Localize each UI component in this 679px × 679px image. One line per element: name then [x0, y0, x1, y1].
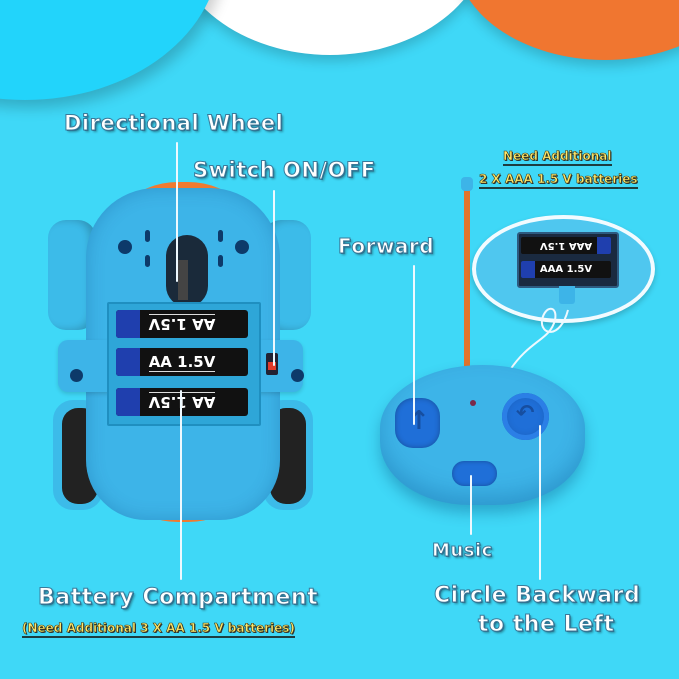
- background-blob-white: [170, 0, 490, 55]
- robot-hole: [70, 369, 83, 382]
- directional-wheel-leader-line: [176, 142, 178, 282]
- music-label: Music: [432, 540, 493, 562]
- directional-wheel: [178, 260, 188, 300]
- circle-backward-button[interactable]: ↶: [502, 393, 549, 440]
- aaa-battery-note-line2: 2 X AAA 1.5 V batteries: [479, 172, 638, 189]
- forward-label: Forward: [337, 234, 435, 259]
- circle-backward-label: Circle Backward: [433, 583, 641, 609]
- remote-battery-tab: [559, 286, 575, 304]
- robot-slot: [218, 255, 223, 267]
- music-button[interactable]: [452, 461, 497, 486]
- robot-slot: [145, 230, 150, 242]
- robot-slot: [218, 230, 223, 242]
- directional-wheel-label: Directional Wheel: [63, 111, 284, 136]
- switch-leader-line: [273, 190, 275, 366]
- aaa-battery-2: AAA 1.5V: [521, 261, 611, 278]
- remote-antenna-tip: [461, 177, 473, 191]
- circle-backward-leader-line: [539, 425, 541, 580]
- robot-car-underside: AA 1.5V AA 1.5V AA 1.5V: [48, 180, 318, 525]
- robot-hole: [235, 240, 249, 254]
- turn-arrow-icon: ↶: [516, 401, 535, 426]
- battery-compartment-leader-line: [180, 390, 182, 580]
- robot-hole: [118, 240, 132, 254]
- robot-hole: [291, 369, 304, 382]
- aa-battery-note: (Need Additional 3 X AA 1.5 V batteries): [22, 621, 295, 638]
- arrow-up-icon: ↑: [408, 406, 430, 436]
- forward-button[interactable]: ↑: [395, 398, 440, 448]
- music-leader-line: [470, 475, 472, 535]
- remote-antenna: [464, 185, 470, 370]
- aa-battery-3: AA 1.5V: [116, 388, 248, 416]
- switch-label: Switch ON/OFF: [193, 158, 376, 183]
- aaa-battery-note-line1: Need Additional: [503, 149, 612, 166]
- forward-leader-line: [413, 265, 415, 425]
- aa-battery-2: AA 1.5V: [116, 348, 248, 376]
- robot-slot: [145, 255, 150, 267]
- aa-battery-1: AA 1.5V: [116, 310, 248, 338]
- power-switch[interactable]: [266, 353, 278, 375]
- inset-connector-curve: [509, 307, 569, 371]
- aaa-battery-1: AAA 1.5V: [521, 237, 611, 254]
- background-blob-blue: [0, 0, 220, 100]
- remote-led: [470, 400, 476, 406]
- background-blob-orange: [455, 0, 679, 60]
- circle-backward-label-line2: to the Left: [478, 612, 615, 638]
- battery-compartment-label: Battery Compartment: [37, 585, 319, 611]
